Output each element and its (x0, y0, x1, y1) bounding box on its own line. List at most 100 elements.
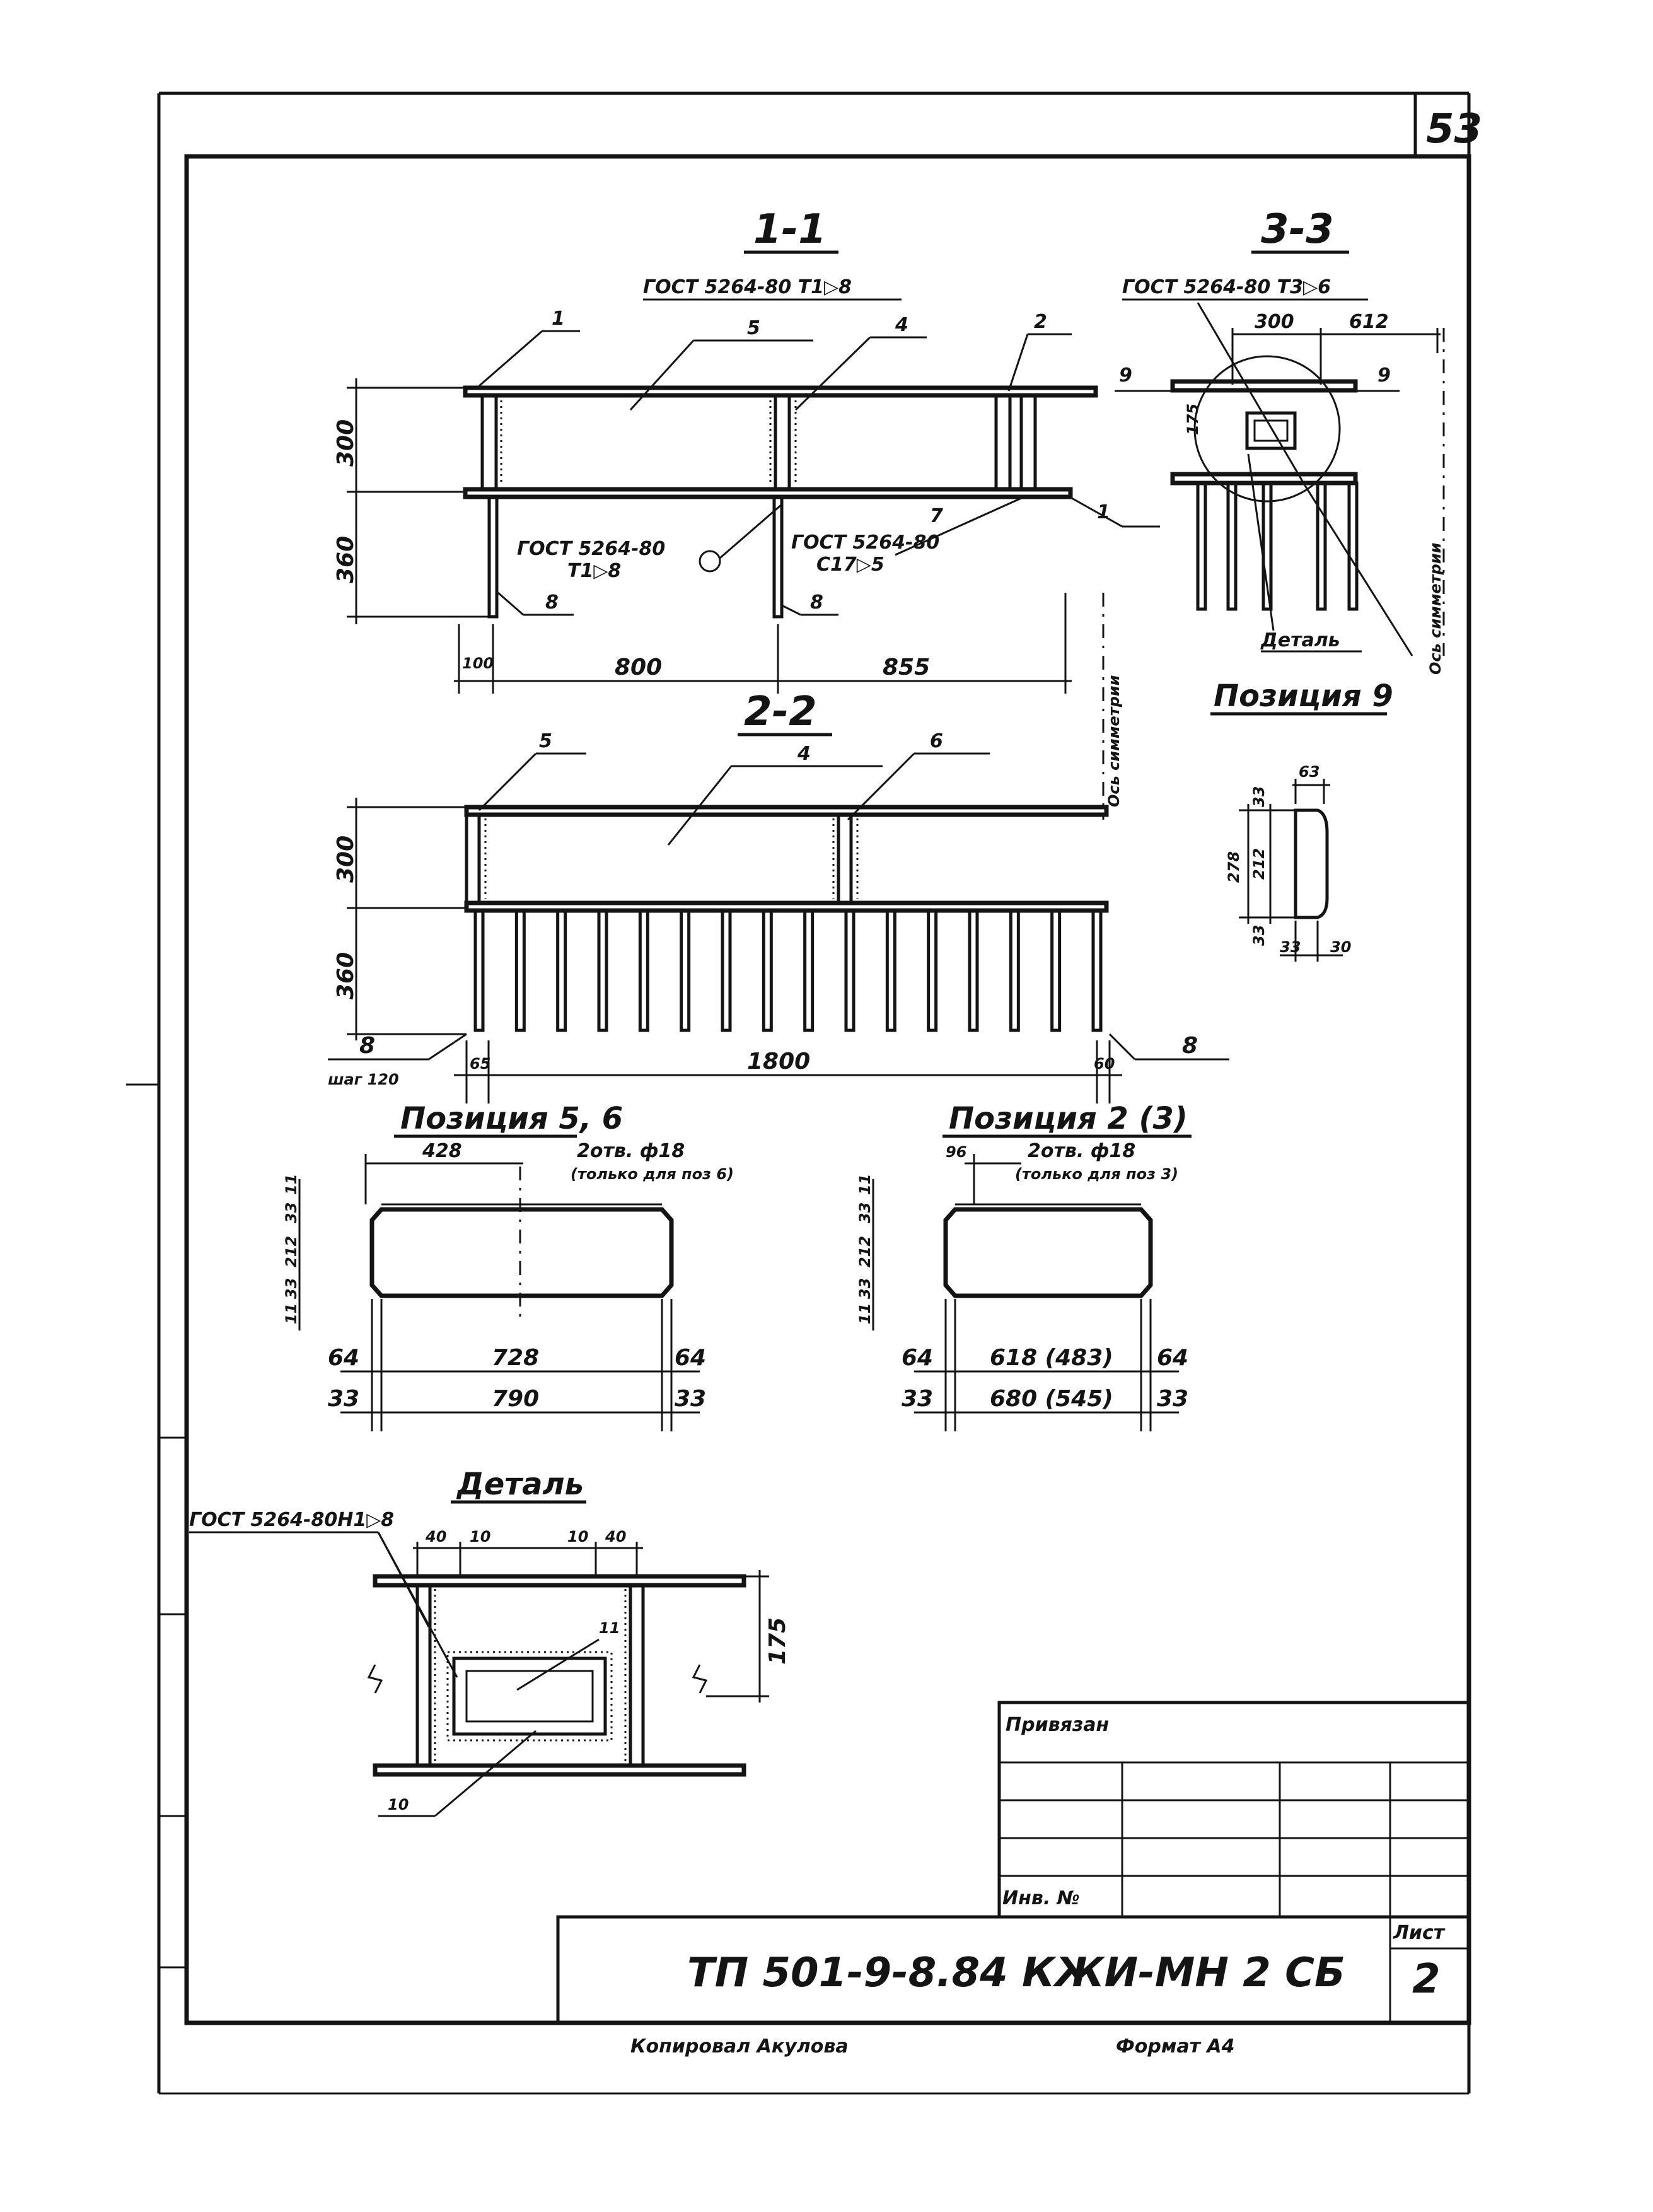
sheet-number: 2 (1412, 1956, 1441, 2003)
page-number: 53 (1426, 106, 1482, 153)
callout-2-2-5: 5 (539, 730, 552, 752)
pos9-dim-h-bot: 33 (1250, 925, 1268, 946)
detail-dim-d2: 10 (470, 1528, 490, 1545)
pos9-dim-h-top: 33 (1250, 786, 1268, 807)
dim-3-3-w2: 612 (1349, 311, 1389, 333)
rods-2-2 (473, 909, 1103, 1032)
callout-1-1-1b: 1 (1097, 501, 1110, 523)
pos23-dim-v3: 212 (856, 1236, 874, 1267)
pos23-dim-c-mid: 680 (545) (990, 1386, 1113, 1412)
dim-1-1-span-a: 800 (615, 655, 662, 680)
section-1-1: 1-1 ГОСТ 5264-80 Т1▷8 300 360 100 800 85… (333, 206, 1160, 820)
pos56-dim-b-left: 64 (328, 1345, 359, 1371)
callout-2-2-6: 6 (930, 730, 943, 752)
pos56-dim-v4: 33 (282, 1278, 300, 1299)
pos9-dim-h-total: 278 (1225, 851, 1243, 883)
anchor-rod (473, 909, 485, 1032)
weld-note-1-1-mid-a: ГОСТ 5264-80 (517, 538, 665, 560)
anchor-rod (968, 909, 979, 1032)
weld-note-1-1-mid-b: Т1▷8 (567, 560, 621, 582)
section-3-3: 3-3 ГОСТ 5264-80 Т3▷6 300 612 175 9 9 Де… (1115, 206, 1445, 675)
pos56-dim-c-mid: 790 (492, 1386, 539, 1412)
dim-1-1-h-bottom: 360 (333, 536, 359, 583)
callout-detail-11: 11 (599, 1619, 620, 1637)
weld-note-1-1-right-b: С17▷5 (816, 554, 884, 576)
section-2-2: 2-2 300 360 65 1800 60 8 шаг 120 5 4 6 (328, 689, 1229, 1103)
dim-2-2-span: 1800 (747, 1049, 810, 1074)
position-2-3: Позиция 2 (3) 2отв. ф18 (только для поз … (856, 1101, 1192, 1431)
pos23-dim-b-right: 64 (1157, 1345, 1188, 1371)
pos23-dim-v1: 11 (856, 1174, 874, 1195)
anchor-rod (597, 909, 608, 1032)
anchor-rod (638, 909, 649, 1032)
detail-dim-d3: 10 (567, 1528, 588, 1545)
anchor-rod (721, 909, 732, 1032)
dim-2-2-right-off: 60 (1094, 1055, 1115, 1073)
dim-2-2-h-top: 300 (333, 835, 359, 883)
detail-title: Деталь (456, 1467, 584, 1502)
callout-detail-10: 10 (388, 1796, 409, 1813)
callout-1-1-1: 1 (552, 308, 565, 330)
detail-label-3-3: Деталь (1260, 629, 1340, 651)
anchor-rod (885, 909, 896, 1032)
callout-1-1-2: 2 (1034, 311, 1047, 333)
callout-1-1-5: 5 (747, 317, 760, 339)
inv-label: Инв. № (1002, 1887, 1080, 1909)
section-1-1-title: 1-1 (753, 206, 826, 253)
pitch-label-b: шаг 120 (328, 1071, 399, 1088)
dim-3-3-h: 175 (1184, 404, 1202, 435)
pos56-hole-a: 2отв. ф18 (577, 1140, 685, 1162)
anchor-rod (1091, 909, 1103, 1032)
pos56-dim-c-right: 33 (675, 1386, 706, 1412)
pos23-dim-v4: 33 (856, 1278, 874, 1299)
pos23-hole-b: (только для поз 3) (1015, 1165, 1178, 1183)
pos9-dim-b1: 33 (1280, 938, 1301, 956)
dim-2-2-h-bottom: 360 (333, 952, 359, 999)
pos23-dim-b-left: 64 (902, 1345, 933, 1371)
pos56-hole-b: (только для поз 6) (571, 1165, 734, 1183)
axis-label-3-3: Ось симметрии (1427, 542, 1444, 675)
pos9-dim-b2: 30 (1330, 938, 1351, 956)
attached-label: Привязан (1006, 1714, 1109, 1736)
pos23-dim-c-left: 33 (902, 1386, 933, 1412)
callout-2-2-4: 4 (797, 743, 811, 765)
dim-1-1-span-b: 855 (883, 655, 930, 680)
anchor-rod (927, 909, 938, 1032)
anchor-rod (556, 909, 567, 1032)
sheet-label: Лист (1393, 1922, 1446, 1944)
pos23-dim-b-mid: 618 (483) (990, 1345, 1113, 1371)
detail-dim-d1: 40 (425, 1528, 446, 1545)
pos56-dim-b-right: 64 (675, 1345, 706, 1371)
copied-by: Копировал Акулова (630, 2035, 849, 2058)
anchor-rod (803, 909, 815, 1032)
position-5-6-title: Позиция 5, 6 (400, 1101, 623, 1136)
callout-2-2-8: 8 (1182, 1033, 1198, 1059)
pos56-dim-v3: 212 (282, 1236, 300, 1267)
anchor-rod (514, 909, 526, 1032)
callout-1-1-8b: 8 (810, 591, 823, 614)
pos23-hole-a: 2отв. ф18 (1028, 1140, 1135, 1162)
designation: ТП 501-9-8.84 КЖИ-МН 2 СБ (687, 1950, 1345, 1996)
section-2-2-title: 2-2 (744, 689, 817, 735)
callout-3-3-9b: 9 (1378, 364, 1391, 387)
pos56-dim-v2: 33 (282, 1202, 300, 1223)
detail-view: Деталь ГОСТ 5264-80Н1▷8 40 10 10 40 175 … (189, 1467, 791, 1817)
axis-label-1-1: Ось симметрии (1105, 675, 1123, 807)
weld-note-1-1-top: ГОСТ 5264-80 Т1▷8 (643, 276, 852, 298)
weld-note-1-1-right-a: ГОСТ 5264-80 (791, 532, 939, 554)
pos56-dim-v5: 11 (282, 1303, 300, 1324)
position-2-3-title: Позиция 2 (3) (949, 1101, 1188, 1136)
detail-dim-d4: 40 (605, 1528, 626, 1545)
anchor-rod (680, 909, 691, 1032)
detail-weld-note: ГОСТ 5264-80Н1▷8 (189, 1509, 394, 1531)
anchor-rod (844, 909, 856, 1032)
pos23-dim-c-right: 33 (1157, 1386, 1188, 1412)
dim-1-1-h-top: 300 (333, 419, 359, 467)
pos56-dim-b-mid: 728 (492, 1345, 539, 1371)
weld-note-3-3: ГОСТ 5264-80 Т3▷6 (1122, 276, 1331, 298)
pos56-dim-hole: 428 (422, 1140, 462, 1162)
position-9-title: Позиция 9 (1214, 678, 1393, 714)
title-block: Привязан Инв. № Лист 2 ТП 501-9-8.84 КЖИ… (556, 1701, 1471, 2025)
pos23-dim-hole: 96 (946, 1143, 966, 1161)
